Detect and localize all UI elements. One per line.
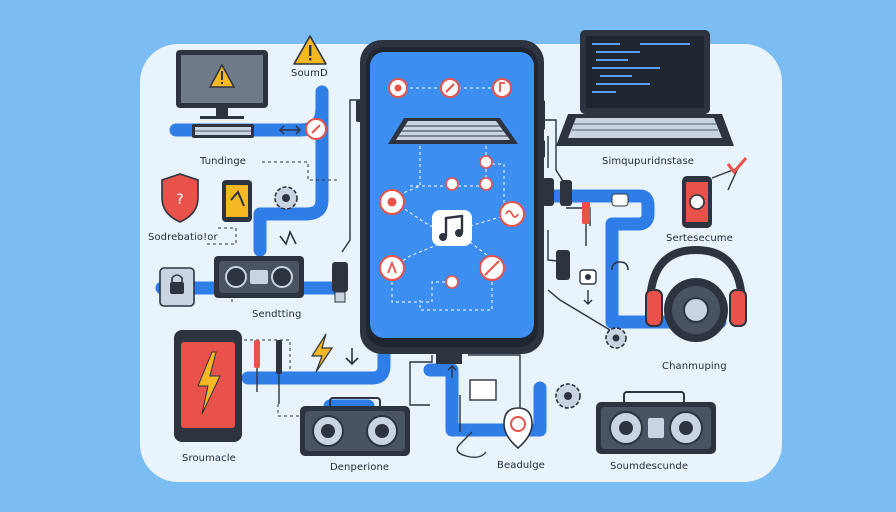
checkmark-icon (726, 157, 748, 175)
label-simquprdnstase: Simqupuridnstase (602, 156, 695, 167)
small-d-icon (445, 177, 459, 191)
small-o-icon (479, 177, 493, 191)
smartphone (356, 40, 545, 354)
split-icon (379, 255, 405, 281)
boombox-right (596, 391, 716, 454)
tablet-battery (174, 330, 242, 442)
laptop-code (556, 30, 734, 146)
label-beadulge: Beadulge (497, 460, 545, 471)
stereo-amp-left (214, 256, 304, 298)
music-note-icon (432, 210, 472, 246)
label-sodrebatio: Sodrebatio!or (148, 232, 218, 243)
lightning-icon (310, 333, 334, 373)
headphones-speaker (645, 245, 747, 342)
gear-icon-bottom (555, 383, 581, 409)
pen-icon (440, 78, 460, 98)
usb-cables-right (542, 178, 629, 305)
connector-port (436, 354, 497, 401)
location-pin-icon (456, 407, 533, 459)
label-chanmuping: Chanmuping (662, 361, 727, 372)
bug-icon (388, 78, 408, 98)
wave-icon (499, 201, 525, 227)
keyboard-left (192, 124, 254, 138)
phone-app-icons (379, 78, 525, 289)
label-tundinge: Tundinge (200, 156, 247, 167)
down-arrow-icon (345, 348, 359, 366)
audio-jack-cables (254, 340, 282, 404)
signal-icon (279, 229, 297, 246)
warning-icon-standalone (293, 35, 327, 65)
label-sendtting: Sendtting (252, 309, 302, 320)
label-sroumacle: Sroumacle (182, 453, 236, 464)
label-sertesecume: Sertesecume (666, 233, 733, 244)
lock-device-icon (159, 267, 195, 307)
note-icon (492, 78, 512, 98)
mute-icon (479, 255, 505, 281)
label-sound: SoumD (291, 68, 328, 79)
circle-x-icon (305, 118, 327, 140)
gear-icon-left (274, 186, 298, 210)
gear-icon (379, 189, 405, 215)
shield-icon: ? (161, 173, 199, 223)
phone-keyboard (388, 118, 518, 144)
arrows-pair (279, 125, 301, 135)
svg-text:?: ? (176, 192, 183, 208)
small-phone-icon (222, 180, 252, 222)
badge-icon (479, 155, 493, 169)
boombox-left (300, 397, 410, 456)
usb-plug-icon (332, 262, 348, 303)
monitor-warning (176, 50, 268, 119)
gear-icon-right (605, 327, 627, 349)
phone-speaker-right (682, 157, 748, 228)
pencil-icon (445, 275, 459, 289)
label-soumdescunde: Soumdescunde (610, 461, 689, 472)
label-denperione: Denperione (330, 462, 390, 473)
